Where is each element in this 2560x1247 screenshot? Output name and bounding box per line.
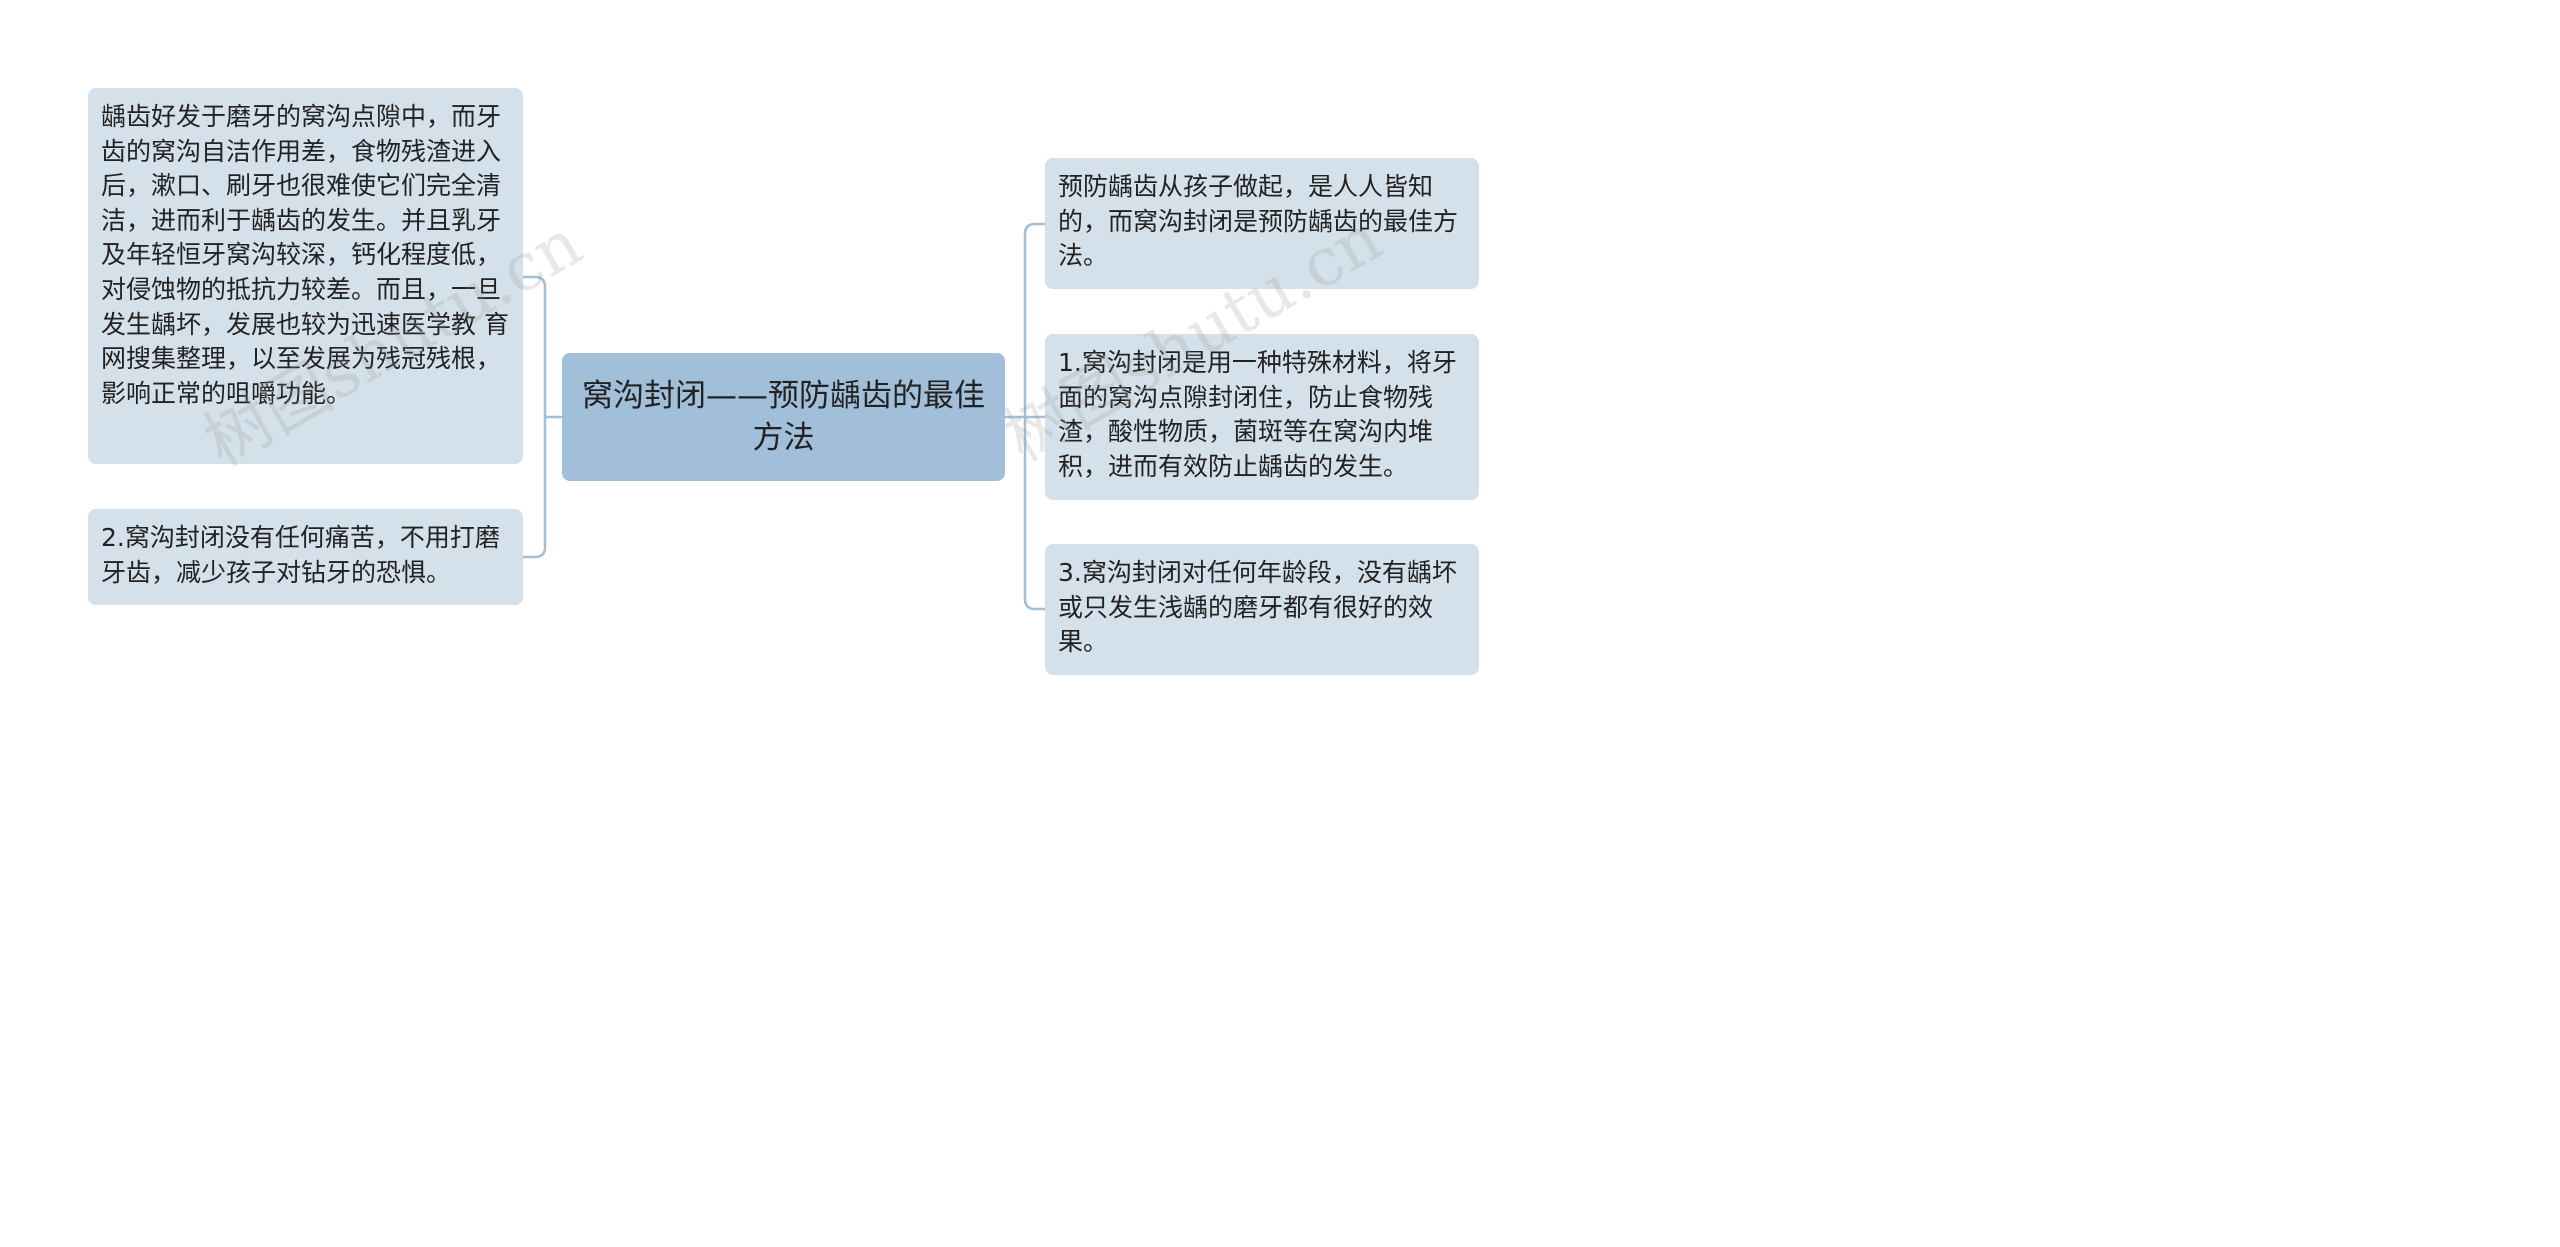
- left-branch-text-1: 龋齿好发于磨牙的窝沟点隙中，而牙齿的窝沟自洁作用差，食物残渣进入后，漱口、刷牙也…: [101, 102, 509, 408]
- central-topic-label: 窝沟封闭——预防龋齿的最佳方法: [582, 378, 985, 456]
- left-branch-node-1[interactable]: 龋齿好发于磨牙的窝沟点隙中，而牙齿的窝沟自洁作用差，食物残渣进入后，漱口、刷牙也…: [88, 88, 523, 464]
- right-branch-text-3: 3.窝沟封闭对任何年龄段，没有龋坏或只发生浅龋的磨牙都有很好的效果。: [1058, 558, 1457, 657]
- mind-map: 窝沟封闭——预防龋齿的最佳方法 龋齿好发于磨牙的窝沟点隙中，而牙齿的窝沟自洁作用…: [0, 0, 1568, 784]
- right-branch-text-1: 预防龋齿从孩子做起，是人人皆知的，而窝沟封闭是预防龋齿的最佳方法。: [1058, 172, 1459, 271]
- right-branch-text-2: 1.窝沟封闭是用一种特殊材料，将牙面的窝沟点隙封闭住，防止食物残渣，酸性物质，菌…: [1058, 348, 1457, 481]
- right-branch-node-2[interactable]: 1.窝沟封闭是用一种特殊材料，将牙面的窝沟点隙封闭住，防止食物残渣，酸性物质，菌…: [1045, 334, 1479, 500]
- right-branch-node-1[interactable]: 预防龋齿从孩子做起，是人人皆知的，而窝沟封闭是预防龋齿的最佳方法。: [1045, 158, 1479, 289]
- left-branch-node-2[interactable]: 2.窝沟封闭没有任何痛苦，不用打磨牙齿，减少孩子对钻牙的恐惧。: [88, 509, 523, 605]
- left-branch-text-2: 2.窝沟封闭没有任何痛苦，不用打磨牙齿，减少孩子对钻牙的恐惧。: [101, 523, 500, 587]
- central-topic[interactable]: 窝沟封闭——预防龋齿的最佳方法: [562, 353, 1005, 481]
- connector-lines: [521, 222, 1047, 611]
- connector-left-trunk: [521, 275, 547, 559]
- right-branch-node-3[interactable]: 3.窝沟封闭对任何年龄段，没有龋坏或只发生浅龋的磨牙都有很好的效果。: [1045, 544, 1479, 675]
